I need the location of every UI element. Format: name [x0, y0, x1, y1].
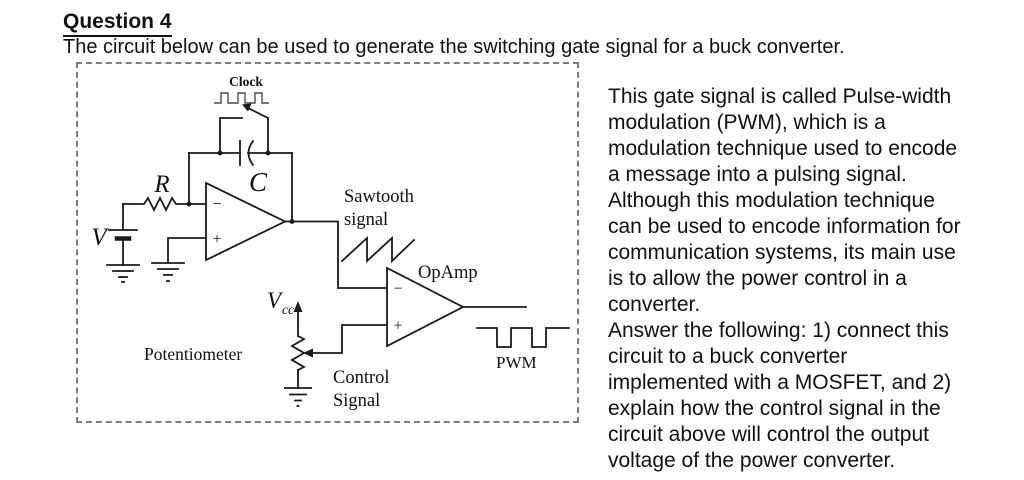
junction-dot [289, 219, 295, 224]
opamp2-triangle [386, 266, 465, 348]
c-label: C [249, 167, 268, 197]
v-label: V [91, 224, 109, 251]
junction-dot [217, 150, 223, 156]
potentiometer-label: Potentiometer [144, 344, 242, 364]
opamp-label: OpAmp [418, 263, 478, 283]
pwm-waveform-icon [476, 327, 570, 348]
control-label-line1: Control [333, 368, 390, 388]
ground-icon [106, 264, 140, 283]
opamp1-triangle [205, 181, 288, 262]
control-signal-wire [303, 324, 388, 358]
text-line: Although this modulation technique [608, 189, 935, 212]
text-line: voltage of the power converter. [608, 449, 896, 472]
description-text: This gate signal is called Pulse-width m… [608, 84, 1013, 474]
opamp1-plus: + [212, 231, 221, 248]
text-line: modulation technique used to encode [608, 137, 958, 160]
text-line: explain how the control signal in the [608, 397, 941, 420]
sawtooth-label-line1: Sawtooth [344, 187, 414, 207]
clock-waveform-icon [214, 92, 269, 104]
text-line: communication systems, its main use [608, 241, 956, 264]
text-line: This gate signal is called Pulse-width [608, 85, 952, 108]
text-line: circuit above will control the output [608, 423, 929, 446]
ground-icon [151, 262, 185, 282]
junction-dot [186, 201, 192, 207]
capacitor-icon [188, 139, 293, 167]
pwm-label: PWM [496, 353, 537, 372]
resistor-icon [122, 195, 207, 213]
opamp2-plus: + [393, 318, 402, 335]
opamp1-plus-wire [167, 237, 207, 264]
text-line: is to allow the power control in a [608, 267, 907, 290]
text-line: modulation (PWM), which is a [608, 111, 886, 134]
opamp2-minus: − [393, 281, 402, 298]
clock-label: Clock [229, 74, 263, 89]
page-subtitle: The circuit below can be used to generat… [63, 36, 845, 58]
opamp1-minus: − [212, 196, 221, 213]
text-line: converter. [608, 293, 701, 316]
potentiometer-icon [290, 301, 306, 389]
switch-icon [219, 103, 270, 154]
junction-dot [265, 150, 271, 156]
vcc-subscript: cc [282, 302, 294, 317]
voltage-source-icon [108, 203, 138, 266]
text-line: circuit to a buck converter [608, 345, 848, 368]
ground-icon [284, 387, 312, 407]
r-label: R [153, 171, 169, 198]
sawtooth-label-line2: signal [344, 210, 388, 230]
text-line: can be used to encode information for [608, 215, 961, 238]
circuit-diagram: − + − + [91, 74, 570, 411]
sawtooth-wire [284, 220, 388, 289]
sawtooth-waveform-icon [340, 235, 416, 264]
circuit-figure: − + − + [76, 62, 579, 423]
vcc-label: V [267, 288, 284, 313]
text-line: implemented with a MOSFET, and 2) [608, 371, 952, 394]
text-line: Answer the following: 1) connect this [608, 319, 949, 342]
control-label-line2: Signal [333, 391, 380, 411]
page-title: Question 4 [63, 10, 172, 37]
text-line: a message into a pulsing signal. [608, 163, 907, 186]
